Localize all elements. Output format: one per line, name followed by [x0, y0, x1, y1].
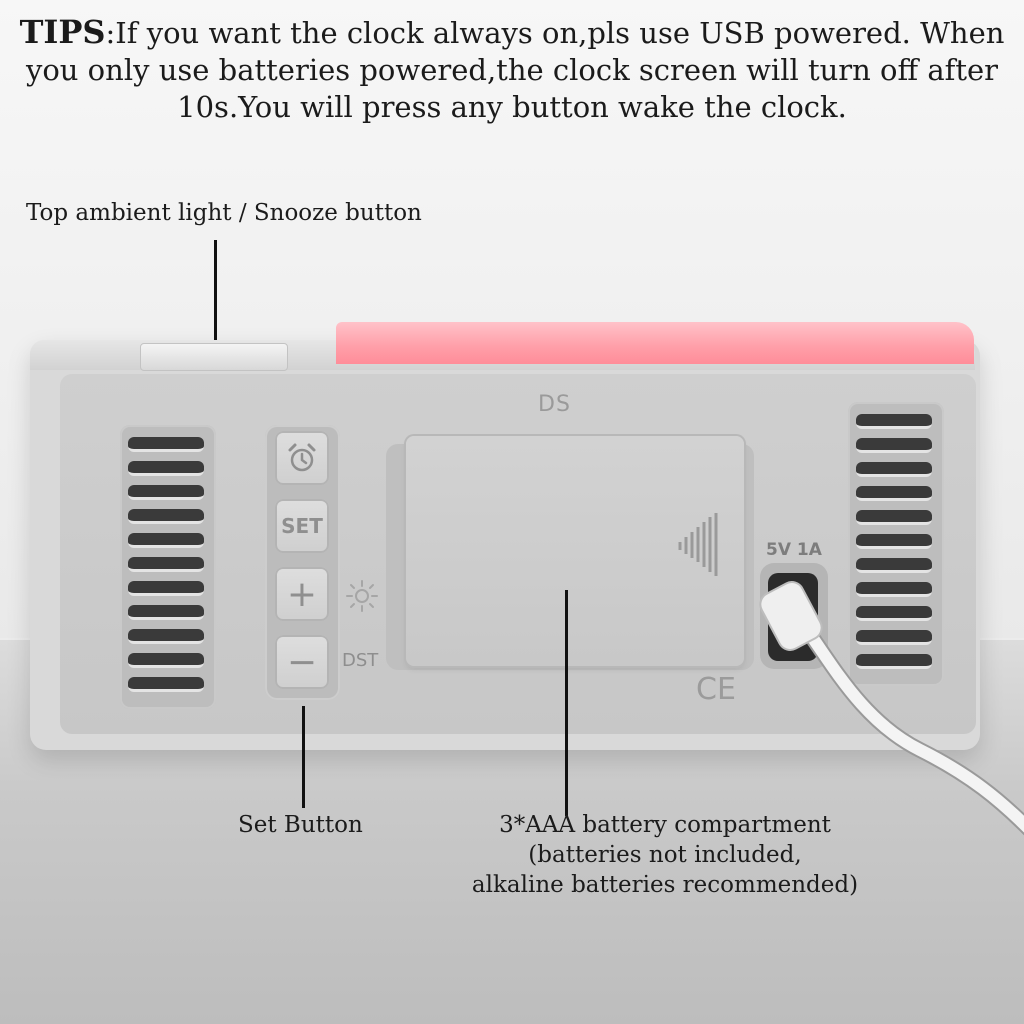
vent-slot: [128, 533, 204, 548]
brand-label: DS: [538, 392, 571, 417]
right-speaker-vent: [848, 402, 944, 686]
slide-arrow-icon: [678, 513, 718, 576]
set-button[interactable]: SET: [275, 499, 329, 553]
dst-label: DST: [342, 650, 379, 671]
battery-label-line1: 3*AAA battery compartment: [499, 812, 831, 838]
vent-slot: [856, 462, 932, 477]
plus-button[interactable]: +: [275, 567, 329, 621]
left-speaker-vent: [120, 425, 216, 709]
tips-prefix: TIPS: [19, 13, 106, 51]
vent-slot: [128, 461, 204, 476]
vent-slot: [856, 654, 932, 669]
vent-slot: [128, 437, 204, 452]
battery-label: 3*AAA battery compartment (batteries not…: [470, 810, 860, 900]
snooze-button[interactable]: [140, 343, 288, 371]
ambient-light-strip: [336, 322, 974, 364]
vent-slot: [128, 677, 204, 692]
alarm-button[interactable]: [275, 431, 329, 485]
battery-cover[interactable]: [406, 436, 744, 666]
vent-slot: [856, 414, 932, 429]
alarm-clock-icon: [288, 443, 316, 472]
battery-label-line2: (batteries not included,: [528, 842, 802, 868]
vent-slot: [856, 534, 932, 549]
vent-slot: [856, 630, 932, 645]
set-button-pointer: [302, 706, 305, 808]
vent-slot: [128, 629, 204, 644]
button-panel: SET + −: [265, 425, 340, 700]
snooze-label: Top ambient light / Snooze button: [26, 200, 422, 226]
vent-slot: [856, 606, 932, 621]
vent-slot: [856, 438, 932, 453]
vent-slot: [856, 582, 932, 597]
vent-slot: [128, 485, 204, 500]
minus-button[interactable]: −: [275, 635, 329, 689]
sun-icon: [346, 580, 378, 612]
set-button-label: Set Button: [238, 812, 363, 838]
vent-slot: [128, 557, 204, 572]
vent-slot: [128, 605, 204, 620]
battery-label-line3: alkaline batteries recommended): [471, 872, 859, 898]
vent-slot: [128, 509, 204, 524]
snooze-pointer: [214, 240, 217, 346]
vent-slot: [856, 558, 932, 573]
tips-text: TIPS:If you want the clock always on,pls…: [14, 14, 1010, 126]
tips-body: :If you want the clock always on,pls use…: [25, 16, 1005, 124]
vent-slot: [856, 486, 932, 501]
vent-slot: [856, 510, 932, 525]
vent-slot: [128, 653, 204, 668]
ce-mark: CE: [696, 672, 736, 707]
battery-pointer: [565, 590, 568, 816]
port-label: 5V 1A: [766, 540, 822, 560]
vent-slot: [128, 581, 204, 596]
